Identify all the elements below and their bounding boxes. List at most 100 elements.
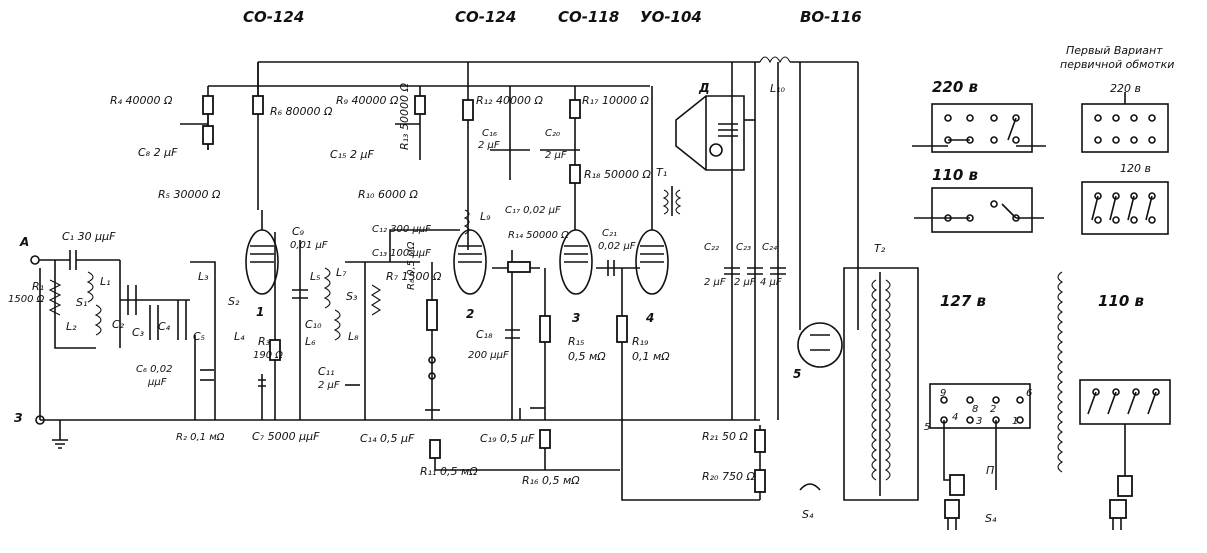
l3-label: L₃	[198, 270, 209, 283]
l9-label: L₉	[480, 210, 491, 223]
r13-label: R₁₃ 50000 Ω	[398, 83, 411, 150]
r11-label: R₁₁ 0,5 мΩ	[420, 465, 478, 478]
l7-label: L₇	[336, 266, 347, 279]
tube-header-4: УО-104	[640, 8, 702, 26]
stage-1	[180, 62, 281, 420]
s2-label: S₂	[228, 295, 240, 308]
c23-label: C₂₃	[736, 242, 751, 253]
c11-value: 2 μF	[318, 380, 340, 391]
tube-number-1: 1	[256, 305, 264, 319]
stage-3	[490, 86, 593, 470]
stage-4	[596, 86, 760, 501]
panel-220-label: 220 в	[932, 78, 978, 96]
r19-value: 0,1 мΩ	[632, 350, 670, 363]
r1-value: 1500 Ω	[8, 294, 45, 305]
pin-3: 3	[976, 416, 982, 427]
r14-label: R₁₄ 50000 Ω	[508, 230, 569, 241]
c11-label: C₁₁	[318, 365, 335, 378]
r9-label: R₉ 40000 Ω	[336, 94, 399, 107]
c9-value: 0,01 μF	[290, 240, 328, 251]
primary-winding-label: первичной обмотки	[1060, 58, 1174, 71]
c8-label: C₈ 2 μF	[138, 146, 178, 159]
c4-label: C₄	[158, 320, 171, 333]
alt-winding-110	[1057, 271, 1171, 530]
r3-value: 190 Ω	[253, 350, 283, 361]
speaker-label: Д	[698, 81, 710, 95]
c17-label: C₁₇ 0,02 μF	[505, 205, 561, 216]
pin-2: 2	[990, 404, 996, 415]
r4-label: R₄ 40000 Ω	[110, 94, 173, 107]
c13-label: C₁₃ 100 μμF	[372, 248, 431, 259]
c18-value: 200 μμF	[468, 350, 509, 361]
c15-label: C₁₅ 2 μF	[330, 148, 374, 161]
tube-number-5: 5	[793, 367, 801, 381]
c20-value: 2 μF	[545, 150, 567, 161]
l1-label: L₁	[100, 275, 111, 288]
l2-label: L₂	[66, 320, 77, 333]
c7-label: C₇ 5000 μμF	[252, 430, 320, 443]
r20-label: R₂₀ 750 Ω	[702, 470, 755, 483]
c20-label: C₂₀	[545, 128, 560, 139]
coupling-1-2	[292, 229, 460, 420]
l5-label: L₅	[310, 270, 321, 283]
c21-label: C₂₁	[602, 228, 617, 239]
r15-label: R₁₅	[568, 335, 584, 348]
ground-label: З	[14, 411, 23, 425]
t2-label: T₂	[874, 242, 886, 255]
c22-value: 2 μF	[704, 277, 726, 288]
tube-number-2: 2	[466, 307, 474, 321]
c2-label: C₂	[112, 318, 125, 331]
c5-label: C₅	[193, 330, 205, 343]
t1-label: T₁	[656, 166, 667, 179]
s1-label: S₁	[76, 296, 87, 309]
r6-label: R₆ 80000 Ω	[270, 105, 333, 118]
l6-label: L₆	[305, 335, 316, 348]
r21-label: R₂₁ 50 Ω	[702, 430, 748, 443]
c9-label: C₉	[292, 225, 305, 238]
first-variant-label: Первый Вариант	[1066, 44, 1163, 57]
r18-label: R₁₈ 50000 Ω	[584, 168, 651, 181]
selector-127	[929, 383, 1031, 530]
tube-header-3: СО-118	[558, 8, 619, 26]
speaker	[675, 95, 755, 171]
c10-label: C₁₀	[305, 318, 322, 331]
c22-label: C₂₂	[704, 242, 719, 253]
wiring-main	[39, 61, 858, 449]
c18-label: C₁₈	[476, 328, 493, 341]
power-transformer	[843, 267, 919, 501]
pin-9: 9	[940, 388, 946, 399]
pin-1: 1	[1012, 416, 1018, 427]
l4-label: L₄	[234, 330, 245, 343]
c23-value: 2 μF	[734, 277, 756, 288]
panel-110-label: 110 в	[932, 166, 978, 184]
r10-label: R₁₀ 6000 Ω	[358, 188, 418, 201]
tube-header-1: СО-124	[243, 8, 304, 26]
stage-2	[395, 62, 620, 471]
panel-alt-220	[1081, 92, 1169, 153]
r15-value: 0,5 мΩ	[568, 350, 606, 363]
pin-8: 8	[972, 404, 978, 415]
s4-bottom-label: S₄	[802, 508, 814, 521]
c6-label: C₆ 0,02	[136, 364, 172, 375]
fuse-label: П	[986, 464, 994, 477]
c21-value: 0,02 μF	[598, 241, 636, 252]
r17-label: R₁₇ 10000 Ω	[582, 94, 649, 107]
l8-label: L₈	[348, 330, 359, 343]
r19-label: R₁₉	[632, 335, 649, 348]
l10-label: L₁₀	[770, 82, 786, 95]
r1-label: R₁	[32, 280, 44, 293]
c16-label: C₁₆	[482, 128, 497, 139]
c1-label: C₁ 30 μμF	[62, 230, 116, 243]
s3-label: S₃	[346, 290, 358, 303]
r8-label: R₈ 0,5 мΩ	[406, 241, 417, 290]
r16-label: R₁₆ 0,5 мΩ	[522, 474, 580, 487]
s4-label: S₄	[985, 512, 997, 525]
panel-110	[914, 187, 1044, 233]
c24-value: 4 μF	[760, 277, 782, 288]
power-filter	[724, 56, 859, 500]
panel-alt-220-label: 220 в	[1110, 82, 1141, 95]
c14-label: C₁₄ 0,5 μF	[360, 432, 415, 445]
input-stage	[48, 260, 216, 420]
panel-alt-120	[1081, 181, 1169, 235]
